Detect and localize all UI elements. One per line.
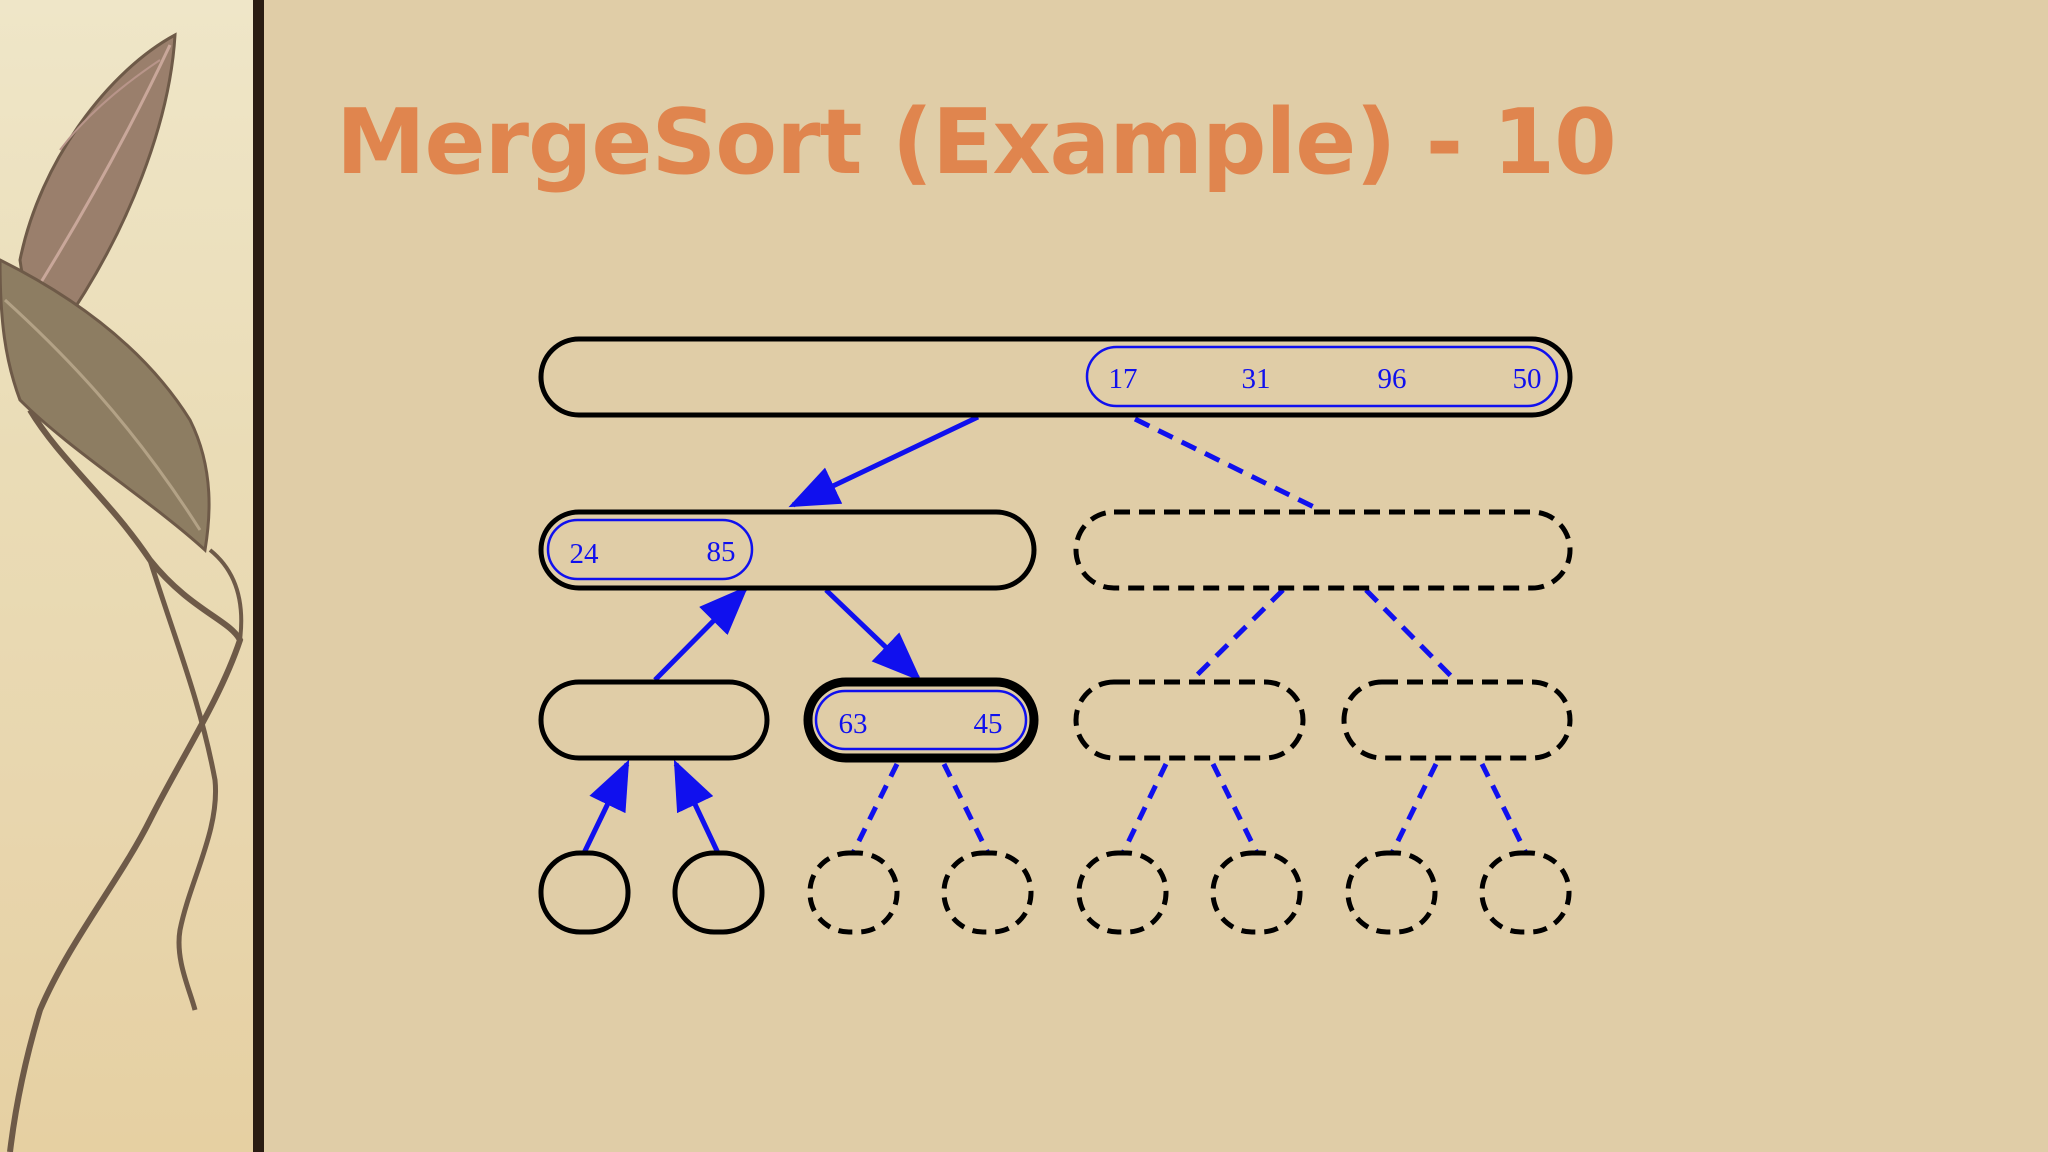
level3-node-3 [1073,679,1306,761]
left-half-value-2: 85 [707,536,736,568]
leaf-node-4 [941,850,1034,935]
leaf-node-7 [1345,850,1438,935]
dashed-leaf-nodes [807,850,1572,935]
edge-left-to-lr [824,588,922,682]
level3-node-2-current [803,677,1039,763]
left-half-node [538,509,1037,591]
level3-node-2-active-range [814,689,1028,751]
edge-ll-to-left [653,585,749,682]
root-value-2: 31 [1242,363,1271,395]
leaf-node-3 [807,850,900,935]
level3-node-4 [1341,679,1573,761]
root-value-1: 17 [1109,363,1138,395]
edge-leaf1-up [581,759,630,855]
level3-node-2-value-2: 45 [974,708,1003,740]
leaf-branch-illustration [0,32,244,1152]
edge-root-to-right [1133,416,1322,513]
decorative-sidebar [0,0,253,1152]
edge-root-to-left [788,414,980,508]
edge-right-to-rr [1364,588,1457,682]
right-half-node [1073,509,1573,591]
left-half-active-range [546,518,754,581]
leaf-node-5 [1076,850,1169,935]
left-half-value-1: 24 [570,538,600,570]
root-value-3: 96 [1378,363,1407,395]
edge-leaf2-up [673,759,721,855]
leaf-node-2 [672,850,765,935]
level3-node-1 [538,679,770,761]
leaf-node-8 [1479,850,1572,935]
root-node [538,336,1573,418]
leaf-node-1 [538,850,631,935]
edge-right-to-rl [1190,588,1285,682]
leaf-node-6 [1210,850,1303,935]
slide-title: MergeSort (Example) - 10 [336,90,1617,195]
root-active-range [1085,345,1559,408]
sidebar-divider [253,0,264,1152]
root-value-4: 50 [1513,363,1542,395]
level3-node-2-value-1: 63 [839,708,868,740]
dashed-leaf-edges [850,762,1529,855]
